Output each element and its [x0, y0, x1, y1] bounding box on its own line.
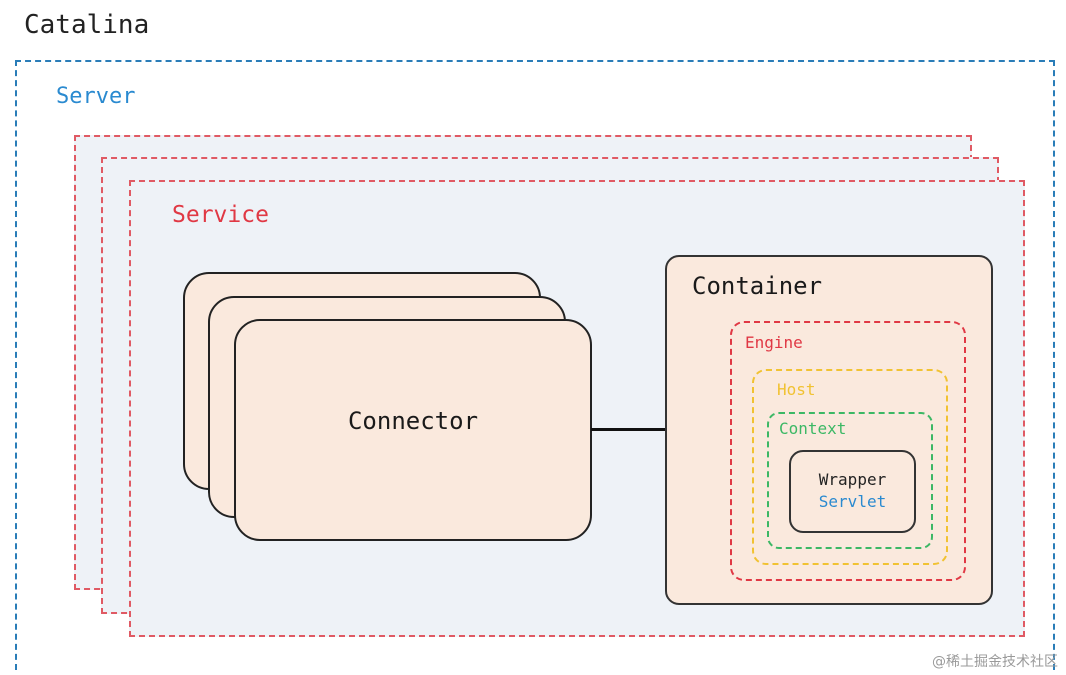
- engine-label: Engine: [745, 333, 803, 352]
- connector-box-front: [234, 319, 592, 541]
- service-label: Service: [172, 202, 269, 228]
- server-label: Server: [56, 84, 136, 109]
- engine-box: [730, 321, 966, 581]
- host-box: [752, 369, 948, 565]
- host-label: Host: [777, 380, 816, 399]
- container-label: Container: [692, 272, 823, 300]
- servlet-label: Servlet: [818, 492, 887, 511]
- watermark-text: @稀土掘金技术社区: [932, 654, 1058, 670]
- connector-container-link: [591, 428, 667, 431]
- connector-label: Connector: [347, 407, 479, 435]
- wrapper-box: [789, 450, 916, 533]
- server-boundary: [15, 60, 1055, 670]
- context-label: Context: [779, 419, 847, 438]
- container-box: [665, 255, 993, 605]
- catalina-label: Catalina: [24, 10, 150, 40]
- wrapper-label: Wrapper: [818, 470, 887, 489]
- context-box: [767, 412, 933, 549]
